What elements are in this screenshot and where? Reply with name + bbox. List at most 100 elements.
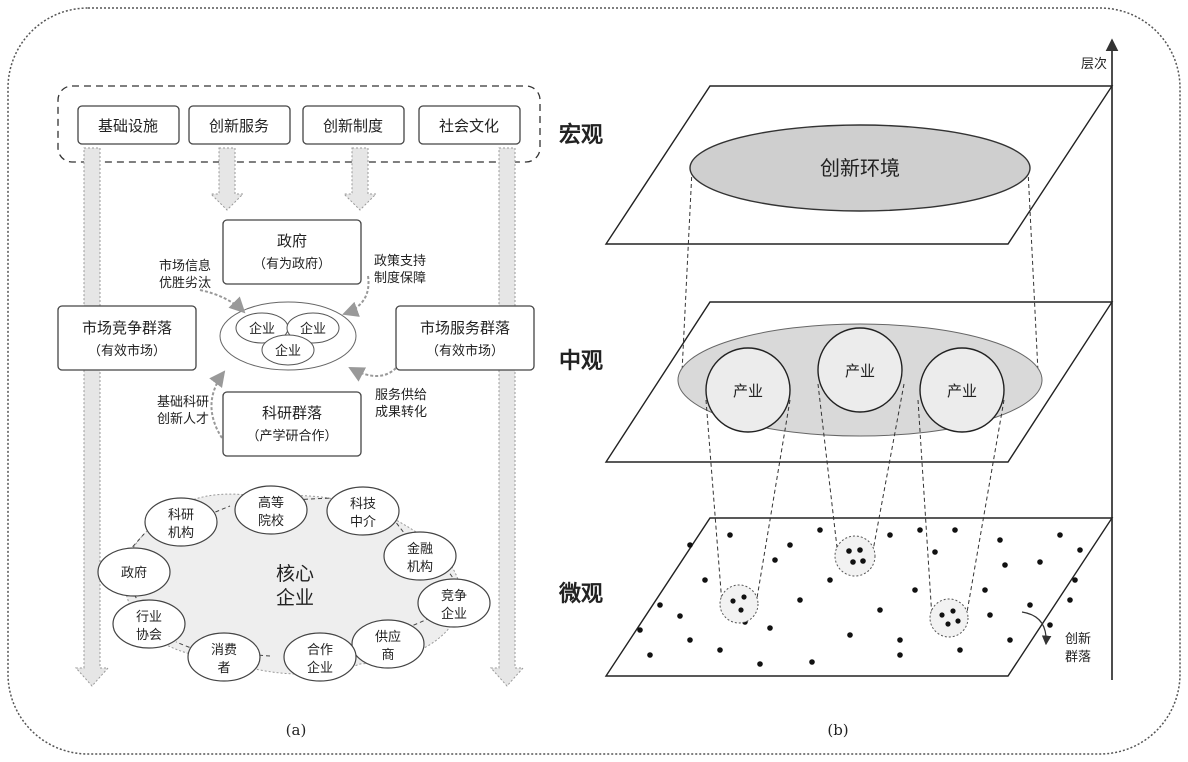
meso-label: 中观 [559, 348, 603, 374]
micro-dot [987, 612, 993, 618]
micro-dot [727, 532, 733, 538]
community-pointer [1021, 611, 1052, 646]
note-tl-2: 优胜劣汰 [159, 276, 211, 291]
env-ellipse [689, 124, 1031, 212]
micro-dots [637, 527, 1083, 667]
micro-dot [917, 527, 923, 533]
ring-node [417, 578, 491, 628]
micro-dot [887, 532, 893, 538]
micro-dot [767, 625, 773, 631]
micro-dot [647, 652, 653, 658]
micro-dot [982, 587, 988, 593]
box-social-culture [418, 105, 521, 145]
community-cluster-2 [834, 535, 876, 577]
ring-node-label: 科技 [350, 497, 376, 512]
micro-dot [1037, 559, 1043, 565]
micro-dot [637, 627, 643, 633]
micro-dot [957, 647, 963, 653]
micro-dot [687, 637, 693, 643]
micro-dot [827, 577, 833, 583]
ring-node-label: 金融 [407, 541, 433, 557]
community-clusters [719, 535, 969, 638]
gov-title: 政府 [277, 232, 307, 250]
ring-node-label: 者 [217, 661, 230, 676]
industry-circle-3 [919, 347, 1005, 433]
micro-label: 微观 [558, 581, 603, 607]
ring-node-label: 消费 [211, 643, 237, 658]
research-box [222, 391, 362, 457]
ring-node-label: 企业 [307, 660, 333, 676]
micro-dot [1077, 547, 1083, 553]
box-innovation-service-label: 创新服务 [209, 117, 269, 135]
meso-micro-links [705, 383, 1005, 619]
note-bl-1: 基础科研 [157, 395, 209, 410]
ring-node-label: 供应 [375, 629, 401, 645]
research-title: 科研群落 [262, 404, 322, 422]
micro-dot [877, 607, 883, 613]
industry-label-3: 产业 [947, 382, 977, 400]
ring-node-label: 科研 [168, 508, 194, 523]
box-innovation-system-label: 创新制度 [323, 117, 383, 135]
ring-node [97, 547, 171, 597]
gov-sub: （有为政府） [253, 257, 331, 272]
micro-dot [1057, 532, 1063, 538]
ring-node-label: 院校 [258, 513, 284, 529]
panel-a: 基础设施 创新服务 创新制度 社会文化 政府 （有为政府） 市场竞争群落 （有效… [57, 85, 541, 739]
micro-dot [772, 557, 778, 563]
ring-node-label: 协会 [136, 628, 162, 643]
firm-label-2: 企业 [300, 321, 326, 337]
micro-dot [1007, 637, 1013, 643]
outer-frame [7, 7, 1181, 755]
industry-circle-2 [817, 327, 903, 413]
ring-node [351, 619, 425, 669]
market-serv-box [395, 305, 535, 371]
box-innovation-system [302, 105, 405, 145]
macro-meso-links [681, 169, 1039, 373]
note-br-2: 成果转化 [375, 405, 427, 420]
ring-node-label: 行业 [136, 610, 162, 625]
ring-node [144, 497, 218, 547]
industry-circle-1 [705, 347, 791, 433]
top-boxes: 基础设施 创新服务 创新制度 社会文化 [77, 105, 521, 145]
ring-node-label: 机构 [168, 526, 194, 541]
micro-dot [897, 652, 903, 658]
industry-label-2: 产业 [845, 362, 875, 380]
ring-node-label: 机构 [407, 560, 433, 575]
micro-dot [809, 659, 815, 665]
micro-dot [1067, 597, 1073, 603]
note-bl-2: 创新人才 [157, 411, 209, 427]
ring-node [383, 531, 457, 581]
firm-label-1: 企业 [249, 321, 275, 337]
env-label: 创新环境 [820, 156, 900, 180]
micro-dot [1002, 562, 1008, 568]
micro-dot [932, 549, 938, 555]
industry-label-1: 产业 [733, 382, 763, 400]
market-serv-sub: （有效市场） [426, 343, 504, 359]
note-br-1: 服务供给 [375, 387, 427, 403]
micro-dot [1072, 577, 1078, 583]
panel-b: 层次 宏观 中观 微观 创新环境 产业 [558, 38, 1119, 739]
ring-node-label: 政府 [121, 566, 147, 581]
core-label-2: 企业 [276, 587, 314, 609]
micro-dot [657, 602, 663, 608]
micro-dot [997, 537, 1003, 543]
firm-label-3: 企业 [275, 343, 301, 359]
firm-oval-3 [261, 334, 315, 366]
community-cluster-3 [929, 598, 969, 638]
core-label-1: 核心 [276, 563, 314, 585]
micro-dot [847, 632, 853, 638]
micro-dot [1027, 602, 1033, 608]
caption-a: (a) [286, 721, 307, 739]
top-container [57, 85, 541, 163]
ring-node [234, 485, 308, 535]
micro-dot [687, 542, 693, 548]
ring-node-label: 合作 [307, 643, 333, 658]
ring-node-label: 竞争 [441, 588, 467, 604]
ring-node-label: 中介 [350, 515, 376, 530]
gov-box [222, 219, 362, 285]
micro-dot [952, 527, 958, 533]
side-arrows [74, 147, 525, 687]
box-social-culture-label: 社会文化 [439, 117, 499, 135]
